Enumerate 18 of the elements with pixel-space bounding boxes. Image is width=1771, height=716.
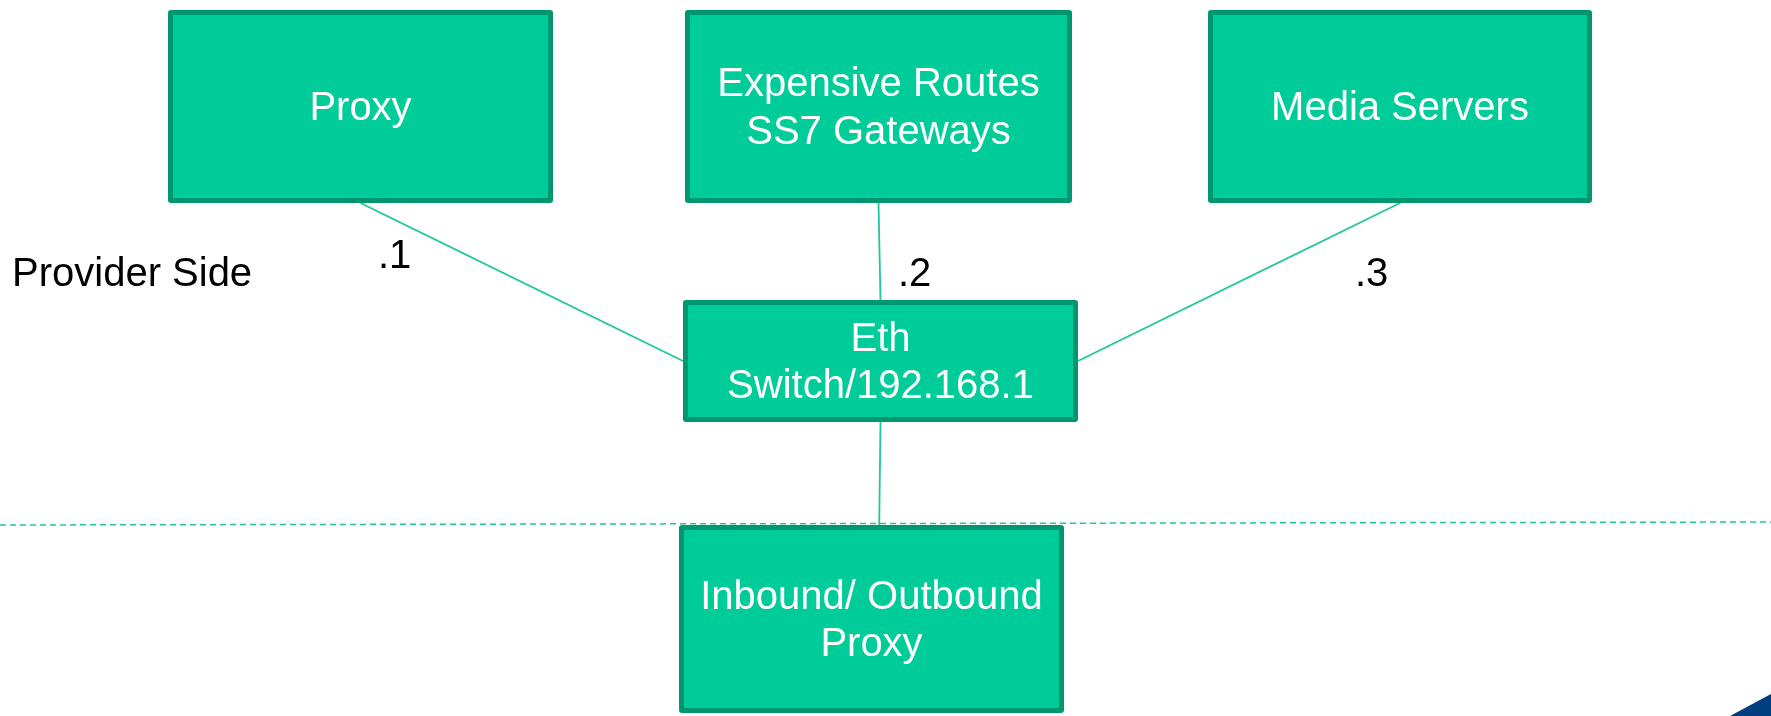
side-label: Provider Side xyxy=(12,250,253,295)
process-box xyxy=(1208,10,1592,203)
connector-line xyxy=(359,202,684,362)
box-label: Expensive Routes SS7 Gateways xyxy=(716,59,1041,154)
connector-line xyxy=(877,202,882,301)
connector-line xyxy=(1077,202,1401,362)
connector-line xyxy=(878,421,882,526)
process-box xyxy=(685,10,1072,203)
box-label: Eth Switch/192.168.1 xyxy=(726,313,1035,408)
box-label: Media Servers xyxy=(1271,82,1529,130)
process-box xyxy=(683,300,1078,422)
process-box xyxy=(679,525,1064,713)
box-label: Inbound/ Outbound Proxy xyxy=(699,571,1044,666)
process-box xyxy=(168,10,553,203)
address-label: .2 xyxy=(898,250,932,295)
address-label: .3 xyxy=(1355,250,1389,295)
box-label: Proxy xyxy=(309,82,412,130)
address-label: .1 xyxy=(378,232,412,277)
